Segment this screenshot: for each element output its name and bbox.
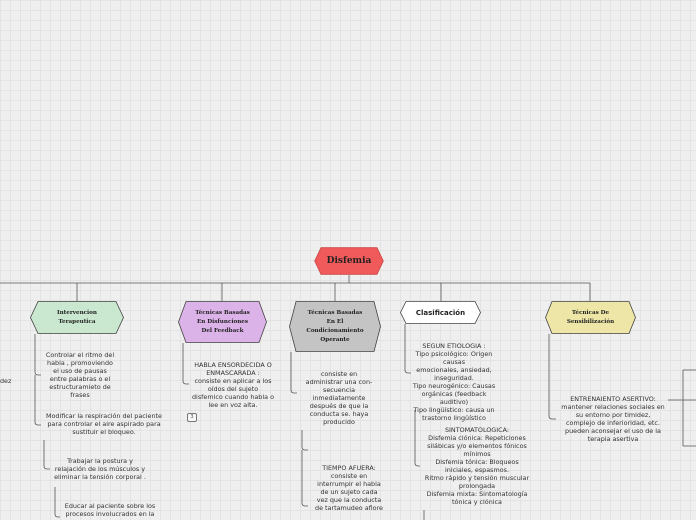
root-topic-label: Disfemia	[326, 256, 372, 266]
branch-shape	[289, 301, 381, 352]
link-intervencion-1	[34, 334, 41, 376]
clasificacion-text-sintomatologica[interactable]: SINTOMATOLOGICA: Disfemia clónica: Repet…	[424, 426, 530, 506]
link-sensibilizacion-1	[548, 334, 556, 420]
link-clasificacion-1	[404, 324, 411, 374]
link-clasificacion-2	[414, 410, 420, 467]
branch-shape	[30, 301, 124, 334]
link-sensibilizacion-fan	[676, 369, 696, 447]
intervencion-text-educar[interactable]: Educar al paciente sobre los procesos in…	[64, 502, 156, 518]
intervencion-text-respiracion[interactable]: Modificar la respiración del paciente pa…	[46, 412, 162, 436]
condicionamiento-text-consecuencia[interactable]: consiste en administrar una con- secuenc…	[305, 370, 373, 426]
branch-clasificacion[interactable]: Clasificación	[400, 301, 481, 324]
branch-shape	[545, 301, 636, 334]
root-topic-shape	[314, 247, 384, 275]
disfunciones-text-habla-ensordecida[interactable]: HABLA ENSORDECIDA O ENMASCARADA : consis…	[192, 361, 274, 409]
left-cut-text: dez	[0, 377, 12, 385]
intervencion-text-postura[interactable]: Trabajar la postura y relajación de los …	[54, 457, 146, 481]
condicionamiento-text-tiempo-afuera[interactable]: TIEMPO AFUERA: consiste en interrumpir e…	[315, 464, 383, 512]
link-intervencion-3	[43, 440, 50, 470]
link-condicionamiento-3	[301, 450, 308, 507]
branch-shape	[178, 301, 267, 343]
branch-shape	[400, 301, 481, 324]
link-disfunciones-1	[182, 343, 189, 385]
sensibilizacion-text-entrenamiento-asertivo[interactable]: ENTRENAIENTO ASERTIVO: mantener relacion…	[561, 395, 665, 443]
link-intervencion-2	[34, 375, 41, 426]
root-topic-disfemia[interactable]: Disfemia	[314, 247, 384, 275]
branch-label: Clasificación	[415, 308, 466, 317]
link-condicionamiento-2	[301, 430, 308, 451]
link-intervencion-4	[54, 487, 60, 518]
intervencion-text-ritmo[interactable]: Controlar el ritmo del habla , promovien…	[45, 351, 115, 399]
comment-count-badge[interactable]: 3	[187, 413, 197, 422]
clasificacion-text-etiologia[interactable]: SEGUN ETIOLOGIA : Tipo psicológico: Orig…	[412, 342, 496, 422]
link-condicionamiento-1	[290, 352, 297, 394]
